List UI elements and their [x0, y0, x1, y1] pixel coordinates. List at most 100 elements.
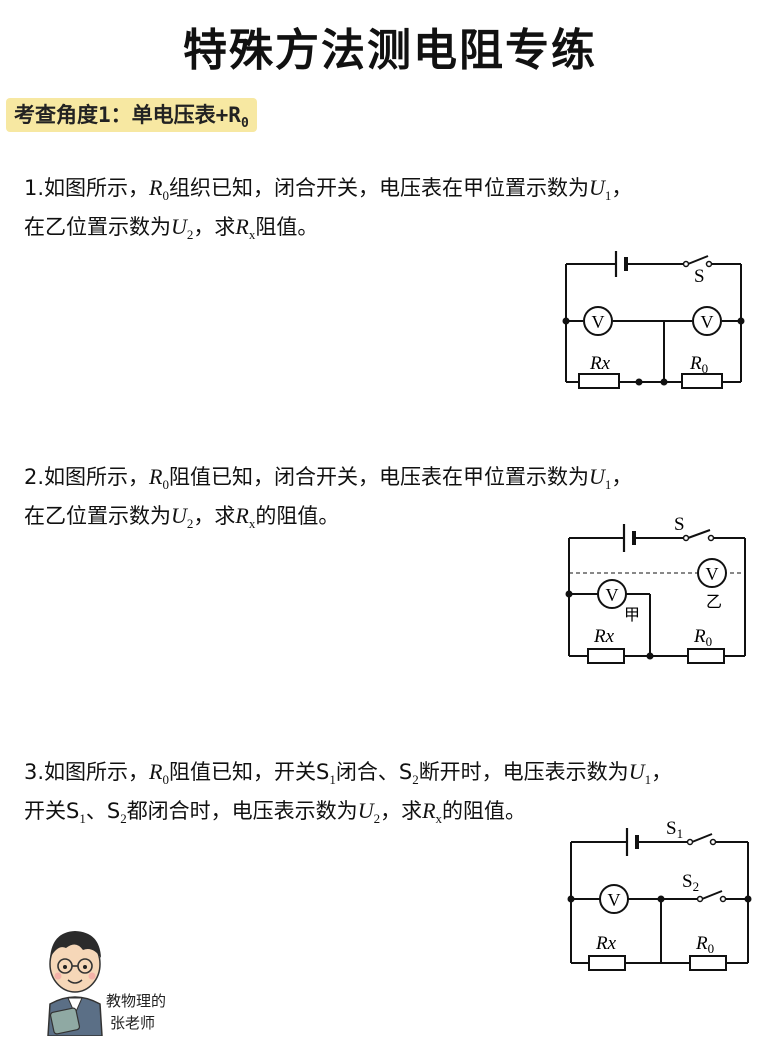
voltmeter-label: V: [701, 312, 714, 332]
q1-text: 阻值。: [255, 215, 319, 240]
q3-text: 开关S: [24, 799, 80, 824]
switch-contact: [705, 260, 713, 268]
q3-sub: 1: [644, 772, 652, 788]
q3-text: ，求: [380, 799, 423, 824]
circuit-1: S V V Rx R0: [562, 251, 745, 389]
switch-contact: [682, 260, 690, 268]
q2-text: ，: [611, 465, 633, 489]
junction-dot: [737, 317, 745, 325]
page-title: 特殊方法测电阻专练: [183, 25, 597, 76]
q3-text: 都闭合时，电压表示数为: [126, 799, 358, 824]
q3-text: 如图所示，: [44, 760, 150, 784]
q2-var: R: [149, 464, 163, 489]
section-tag-sub: 0: [240, 116, 249, 132]
q1-text: ，求: [193, 215, 236, 240]
teacher-avatar: [47, 931, 103, 1036]
voltmeter-label: V: [592, 312, 605, 332]
rx-label: Rx: [595, 933, 617, 954]
q1-sub: 0: [162, 188, 170, 204]
q1-text: 如图所示，: [44, 176, 150, 200]
q2-text: ，求: [193, 504, 236, 529]
q1-text: 在乙位置示数为: [24, 215, 171, 240]
resistor-rx: [578, 373, 620, 389]
junction-dot: [565, 590, 573, 598]
r0-label: R0: [693, 626, 712, 649]
q3-var: U: [628, 759, 645, 784]
voltmeter-yi: [697, 558, 727, 588]
voltmeter: [599, 884, 629, 914]
switch-contact: [682, 534, 690, 542]
q3-text: 闭合、S: [335, 760, 413, 784]
switch-s2-contact: [719, 895, 727, 903]
q3-var: U: [357, 798, 374, 824]
q2-text: 的阻值。: [255, 504, 340, 529]
brand-line-1: 教物理的: [106, 992, 167, 1010]
q1-text: 组织已知，闭合开关，电压表在甲位置示数为: [169, 176, 589, 200]
q3-sub: 2: [412, 772, 419, 788]
r0-label: R0: [695, 933, 714, 956]
q3-var: R: [422, 798, 436, 824]
switch-contact: [707, 534, 715, 542]
voltmeter-label: V: [608, 890, 621, 910]
r0-label: R0: [689, 353, 708, 376]
q3-sub: 2: [120, 811, 127, 827]
circuit-2: S V V 甲 乙 Rx R0: [565, 514, 746, 664]
q3-text: 的阻值。: [442, 799, 527, 824]
switch-s1-contact: [709, 838, 717, 846]
q1-var: U: [589, 175, 605, 200]
q3-sub: 1: [329, 772, 336, 788]
q1-text: ，: [611, 176, 633, 200]
voltmeter-left: [583, 306, 613, 336]
q3-sub: 2: [373, 811, 381, 827]
q1-var: U: [171, 214, 187, 240]
switch-s2-label: S2: [682, 871, 699, 894]
q3-sub: x: [435, 811, 443, 827]
q2-sub: 2: [186, 516, 194, 532]
switch-label: S: [694, 266, 705, 287]
position-jia-label: 甲: [624, 605, 640, 624]
brand-line-2: 张老师: [110, 1014, 156, 1032]
q1-sub: 1: [604, 188, 612, 204]
q3-var: R: [149, 759, 163, 784]
q2-var: U: [589, 464, 605, 489]
brand-signature: 教物理的 张老师: [106, 990, 196, 1034]
section-tag-text: 考查角度1：单电压表+R: [14, 103, 241, 127]
q2-text: 如图所示，: [44, 465, 150, 489]
q2-var: R: [235, 503, 249, 529]
q2-number: 2.: [24, 465, 45, 489]
resistor-rx: [588, 955, 626, 971]
q3-sub: 0: [162, 772, 170, 788]
junction-dot: [646, 652, 654, 660]
section-tag: 考查角度1：单电压表+R0: [6, 98, 257, 132]
junction-dot: [562, 317, 570, 325]
q3-text: ，: [651, 760, 673, 784]
q3-sub: 1: [79, 811, 86, 827]
resistor-r0: [681, 373, 723, 389]
junction-dot: [657, 895, 665, 903]
junction-dot: [635, 378, 643, 386]
junction-dot: [567, 895, 575, 903]
voltmeter-jia: [597, 579, 627, 609]
q1-sub: x: [248, 227, 256, 243]
resistor-rx: [587, 648, 625, 664]
voltmeter-label: V: [606, 585, 619, 605]
junction-dot: [744, 895, 752, 903]
q3-text: 、S: [85, 799, 121, 824]
q2-text: 阻值已知，闭合开关，电压表在甲位置示数为: [169, 465, 589, 489]
question-2: 2.如图所示，R0阻值已知，闭合开关，电压表在甲位置示数为U1，在乙位置示数为U…: [24, 461, 764, 539]
q3-text: 断开时，电压表示数为: [418, 760, 629, 784]
q1-var: R: [149, 175, 163, 200]
junction-dot: [660, 378, 668, 386]
resistor-r0: [687, 648, 725, 664]
q2-sub: 0: [162, 477, 170, 493]
q2-sub: x: [248, 516, 256, 532]
q1-number: 1.: [24, 176, 45, 200]
switch-s1-contact: [686, 838, 694, 846]
q3-number: 3.: [24, 760, 45, 784]
resistor-r0: [689, 955, 727, 971]
rx-label: Rx: [589, 353, 611, 374]
position-yi-label: 乙: [706, 592, 722, 611]
q2-var: U: [171, 503, 187, 529]
switch-s1-label: S1: [666, 818, 683, 841]
q1-var: R: [235, 214, 249, 240]
